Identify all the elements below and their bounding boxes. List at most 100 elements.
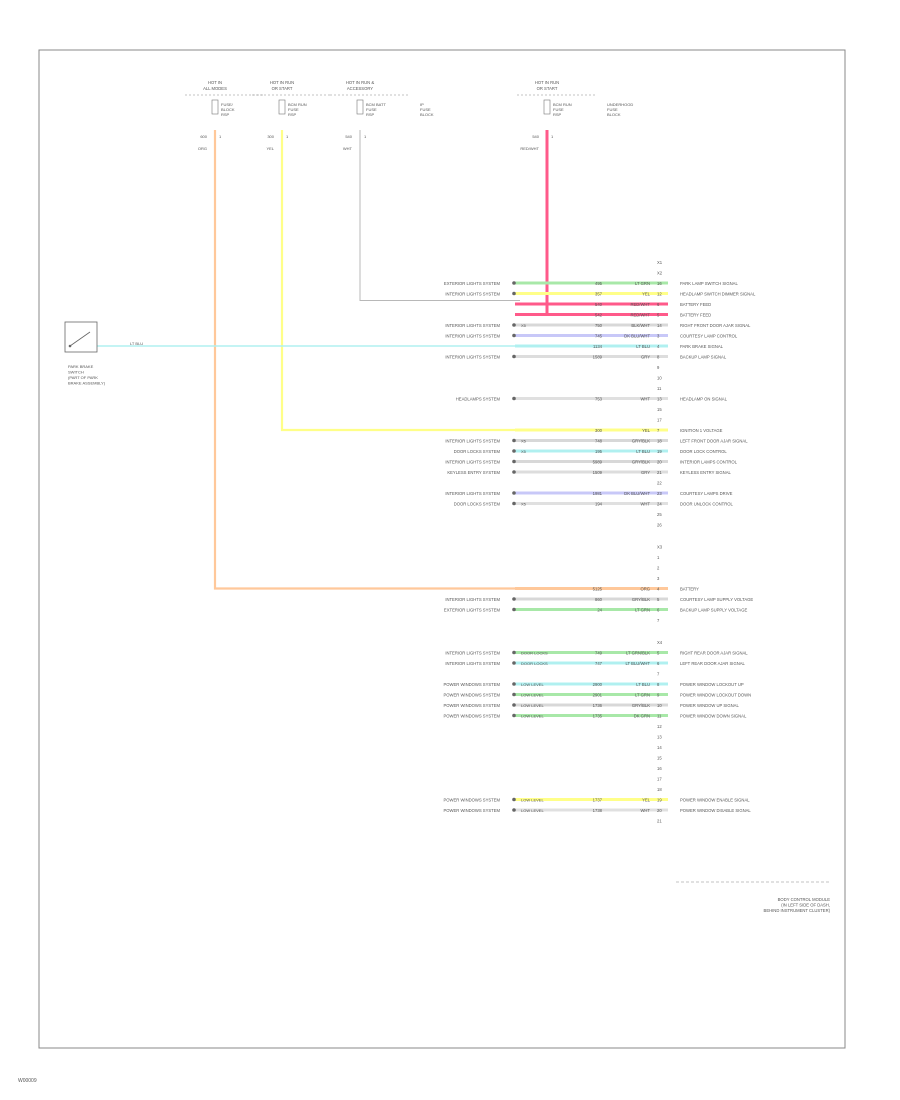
- connector-dot: [512, 713, 516, 718]
- connector-row: X4: [657, 640, 663, 645]
- fuse-title: OR START: [537, 86, 558, 91]
- connector-dot: [512, 281, 516, 285]
- circuit-number: 750: [595, 323, 603, 328]
- connector-dot: [512, 703, 516, 707]
- circuit-number: 1134: [593, 344, 603, 349]
- pin-number: X3: [657, 545, 663, 550]
- wire-color-label: YEL: [642, 292, 651, 297]
- fuse-title: OR START: [272, 86, 293, 91]
- wire-color-label: GRY/BLK: [632, 597, 650, 602]
- wire-color-label: DK GRN: [634, 714, 650, 719]
- system-reference-label: HEADLAMPS SYSTEM: [456, 397, 501, 402]
- connector-row: 22: [657, 481, 662, 486]
- pin-number: 20: [657, 460, 662, 465]
- pin-number: 26: [657, 523, 662, 528]
- pin-number: 6: [657, 608, 660, 613]
- fuse-circuit: 600: [200, 134, 207, 139]
- connector-row: 16: [657, 766, 662, 771]
- fuse-symbol: [356, 99, 364, 115]
- pin-number: 9: [657, 693, 660, 698]
- park-brake-wire-color: LT BLU: [130, 341, 143, 346]
- connector-row: 11: [657, 386, 662, 391]
- fuse-circuit: 540: [532, 134, 539, 139]
- pin-number: 14: [657, 745, 662, 750]
- system-reference-label: POWER WINDOWS SYSTEM: [443, 714, 500, 719]
- wire-color-label: LT GRN: [635, 693, 650, 698]
- connector-row: 7: [657, 672, 660, 677]
- pin-number: 8: [657, 355, 660, 360]
- pin-number: 20: [657, 808, 662, 813]
- pin-number: 2: [657, 566, 660, 571]
- system-reference-label: INTERIOR LIGHTS SYSTEM: [445, 355, 500, 360]
- pin-number: 11: [657, 386, 662, 391]
- system-reference-label: INTERIOR LIGHTS SYSTEM: [445, 460, 500, 465]
- pin-number: 16: [657, 281, 662, 286]
- system-reference-label: INTERIOR LIGHTS SYSTEM: [445, 334, 500, 339]
- circuit-number: 1589: [593, 355, 603, 360]
- wire-color-label: LT BLU/WHT: [625, 661, 650, 666]
- fuse-symbol: [211, 99, 219, 115]
- module-label-line: BEHIND INSTRUMENT CLUSTER): [764, 908, 831, 913]
- wires-layer: [97, 130, 668, 590]
- connector-id-label: LOW LEVEL: [521, 682, 544, 687]
- pin-number: 6: [657, 302, 660, 307]
- pin-function-label: LEFT REAR DOOR AJAR SIGNAL: [680, 661, 746, 666]
- circuit-number: 749: [595, 651, 603, 656]
- pin-number: X1: [657, 260, 663, 265]
- pin-number: 18: [657, 439, 662, 444]
- fuse-circuit: 540: [345, 134, 352, 139]
- pin-function-label: RIGHT FRONT DOOR AJAR SIGNAL: [680, 323, 751, 328]
- system-reference-label: INTERIOR LIGHTS SYSTEM: [445, 439, 500, 444]
- pin-function-label: POWER WINDOW DOWN SIGNAL: [680, 714, 747, 719]
- pin-number: 5: [657, 597, 660, 602]
- pin-number: 15: [657, 407, 662, 412]
- switch-label: BRAKE ASSEMBLY): [68, 381, 106, 386]
- fuse-location: FUSE: [607, 107, 618, 112]
- pin-number: 24: [657, 502, 662, 507]
- fuse-wire-color: RED/WHT: [520, 146, 539, 151]
- pin-number: 19: [657, 449, 662, 454]
- fuse-title: HOT IN RUN: [270, 80, 294, 85]
- system-reference-label: INTERIOR LIGHTS SYSTEM: [445, 597, 500, 602]
- connector-id-label: LOW LEVEL: [521, 808, 544, 813]
- wire-color-label: GRY/BLK: [632, 439, 650, 444]
- pin-number: 16: [657, 766, 662, 771]
- connector-id-label: LOW LEVEL: [521, 714, 544, 719]
- wire-color-label: LT GRN: [635, 281, 650, 286]
- connector-id-label: X5: [521, 323, 527, 328]
- pin-number: 18: [657, 787, 662, 792]
- circuit-number: 1509: [593, 470, 603, 475]
- fuse-title: ALL MODES: [203, 86, 227, 91]
- circuit-number: 1737: [593, 798, 603, 803]
- connector-dot: [512, 692, 516, 697]
- circuit-number: 753: [595, 397, 603, 402]
- pin-function-label: POWER WINDOW LOCKOUT DOWN: [680, 693, 751, 698]
- wire-color-label: WHT: [640, 397, 650, 402]
- pin-function-label: PARK LAMP SWITCH SIGNAL: [680, 281, 738, 286]
- circuit-number: 540: [595, 302, 603, 307]
- connector-row: 7: [657, 618, 660, 623]
- pin-number: 14: [657, 323, 662, 328]
- connector-dot: [512, 291, 516, 296]
- fuse-pin: 1: [364, 134, 367, 139]
- pin-number: 21: [657, 470, 662, 475]
- connector-row: 15: [657, 407, 662, 412]
- connector-id-label: X5: [521, 449, 527, 454]
- circuit-number: 1738: [593, 808, 603, 813]
- pin-number: 15: [657, 756, 662, 761]
- pin-number: 7: [657, 428, 660, 433]
- pin-number: 12: [657, 724, 662, 729]
- system-reference-label: POWER WINDOWS SYSTEM: [443, 798, 500, 803]
- pin-function-label: COURTESY LAMP SUPPLY VOLTAGE: [680, 597, 753, 602]
- fuse-location: IP: [420, 102, 424, 107]
